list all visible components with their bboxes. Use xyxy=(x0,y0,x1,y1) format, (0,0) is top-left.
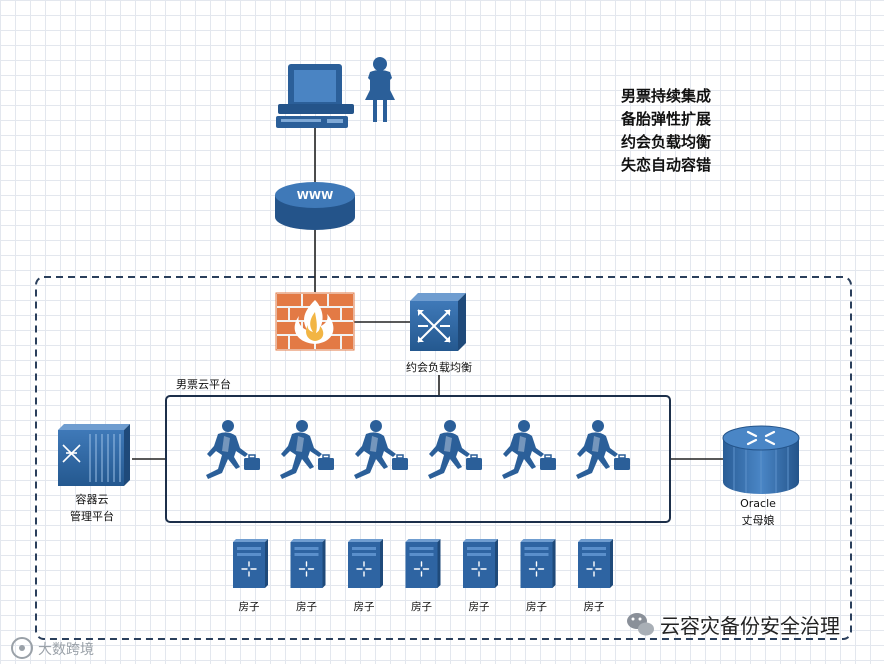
server-label: 房子 xyxy=(239,600,260,613)
running-businessman-icon xyxy=(502,420,556,479)
server-icon xyxy=(463,539,498,588)
slogan-4: 失恋自动容错 xyxy=(621,156,711,174)
connector-lines xyxy=(132,128,725,460)
slogan-1: 男票持续集成 xyxy=(621,87,711,105)
server-icon xyxy=(290,539,326,588)
load-balancer-icon xyxy=(410,293,466,351)
running-businessman-icon xyxy=(206,420,260,479)
cloud-platform-box xyxy=(165,395,671,523)
server-label: 房子 xyxy=(296,600,317,613)
server-label: 房子 xyxy=(354,600,375,613)
running-businessman-icon xyxy=(428,420,482,479)
server-label: 房子 xyxy=(411,600,432,613)
firewall-icon xyxy=(275,292,355,351)
running-businessman-icon xyxy=(354,420,408,479)
container-platform-label-line1: 容器云 xyxy=(76,492,109,506)
server-icon xyxy=(578,539,613,588)
user-icon xyxy=(365,57,395,122)
watermark-corner: 大数跨境 xyxy=(38,642,94,658)
slogan-2: 备胎弹性扩展 xyxy=(620,110,711,128)
server-label: 房子 xyxy=(526,600,547,613)
container-platform-label-line2: 管理平台 xyxy=(70,509,114,523)
server-icon xyxy=(233,539,268,588)
load-balancer-label: 约会负载均衡 xyxy=(406,360,472,374)
corner-logo-icon xyxy=(11,637,33,659)
server-icon xyxy=(348,539,383,588)
slogan-3: 约会负载均衡 xyxy=(621,133,711,151)
www-label: WWW xyxy=(297,189,333,202)
oracle-router-icon xyxy=(722,425,800,494)
runners-group xyxy=(206,420,630,479)
container-platform-icon xyxy=(58,424,130,486)
wechat-icon xyxy=(627,613,654,636)
running-businessman-icon xyxy=(576,420,630,479)
server-label: 房子 xyxy=(584,600,605,613)
www-internet-icon: WWW xyxy=(275,182,355,230)
servers-group: 房子 房子 房子 房子 房子 房子 房子 xyxy=(233,539,613,613)
server-label: 房子 xyxy=(469,600,490,613)
watermark-brand: 云容灾备份安全治理 xyxy=(660,614,840,638)
server-icon xyxy=(520,539,556,588)
oracle-label-line2: 丈母娘 xyxy=(742,513,775,527)
running-businessman-icon xyxy=(280,420,334,479)
oracle-label-line1: Oracle xyxy=(740,497,776,510)
server-icon xyxy=(405,539,441,588)
computer-icon xyxy=(276,64,354,128)
cloud-boundary xyxy=(35,276,852,640)
platform-label: 男票云平台 xyxy=(176,377,231,391)
